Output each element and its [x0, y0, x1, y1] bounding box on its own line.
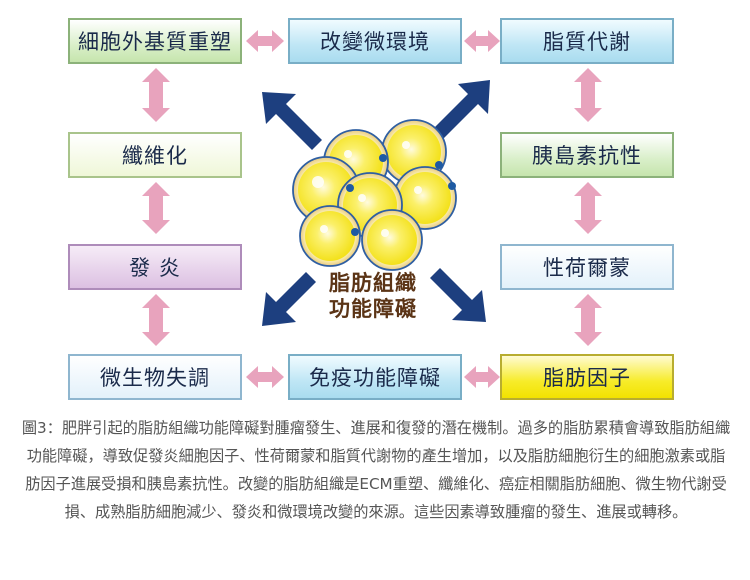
box-lipid-metabolism: 脂質代謝 — [500, 18, 674, 64]
arrow-microbiome-immune — [246, 366, 284, 388]
center-label-line1: 脂肪組織 — [329, 271, 417, 295]
arrow-insulin-hormones — [574, 182, 602, 234]
center-label: 脂肪組織 功能障礙 — [318, 270, 428, 322]
arrow-to-top-left — [262, 92, 322, 150]
box-fibrosis: 纖維化 — [68, 132, 242, 178]
arrow-to-top-right — [430, 80, 490, 142]
adipocyte-cell — [381, 119, 447, 185]
box-inflammation: 發 炎 — [68, 244, 242, 290]
box-immune-dysfunction: 免疫功能障礙 — [288, 354, 462, 400]
arrow-lipid-insulin — [574, 68, 602, 122]
adipocyte-highlights — [312, 141, 422, 237]
arrow-inflammation-microbiome — [142, 294, 170, 346]
arrow-immune-adipokines — [464, 366, 500, 388]
adipocyte-cell — [393, 166, 457, 230]
diagram-canvas — [142, 30, 602, 388]
arrow-hormones-adipokines — [574, 294, 602, 346]
arrow-ecm-microenv — [246, 30, 284, 52]
arrow-to-bottom-left — [262, 272, 316, 326]
box-sex-hormones: 性荷爾蒙 — [500, 244, 674, 290]
box-adipokines: 脂肪因子 — [500, 354, 674, 400]
box-insulin-resistance: 胰島素抗性 — [500, 132, 674, 178]
figure-caption: 圖3：肥胖引起的脂肪組織功能障礙對腫瘤發生、進展和復發的潛在機制。過多的脂肪累積… — [21, 419, 731, 521]
navy-arrows — [262, 80, 490, 326]
adipocyte-cell — [299, 205, 361, 267]
adipocyte-nuclei — [346, 154, 456, 236]
box-microbial-dysbiosis: 微生物失調 — [68, 354, 242, 400]
arrow-fibrosis-inflammation — [142, 182, 170, 234]
arrow-ecm-fibrosis — [142, 68, 170, 122]
box-microenvironment: 改變微環境 — [288, 18, 462, 64]
pink-arrows — [142, 30, 602, 388]
box-ecm-remodeling: 細胞外基質重塑 — [68, 18, 242, 64]
adipocyte-cluster — [292, 119, 457, 271]
arrow-microenv-lipid — [464, 30, 500, 52]
adipocyte-cell — [361, 209, 423, 271]
center-label-line2: 功能障礙 — [329, 297, 417, 321]
arrow-to-bottom-right — [430, 268, 486, 322]
